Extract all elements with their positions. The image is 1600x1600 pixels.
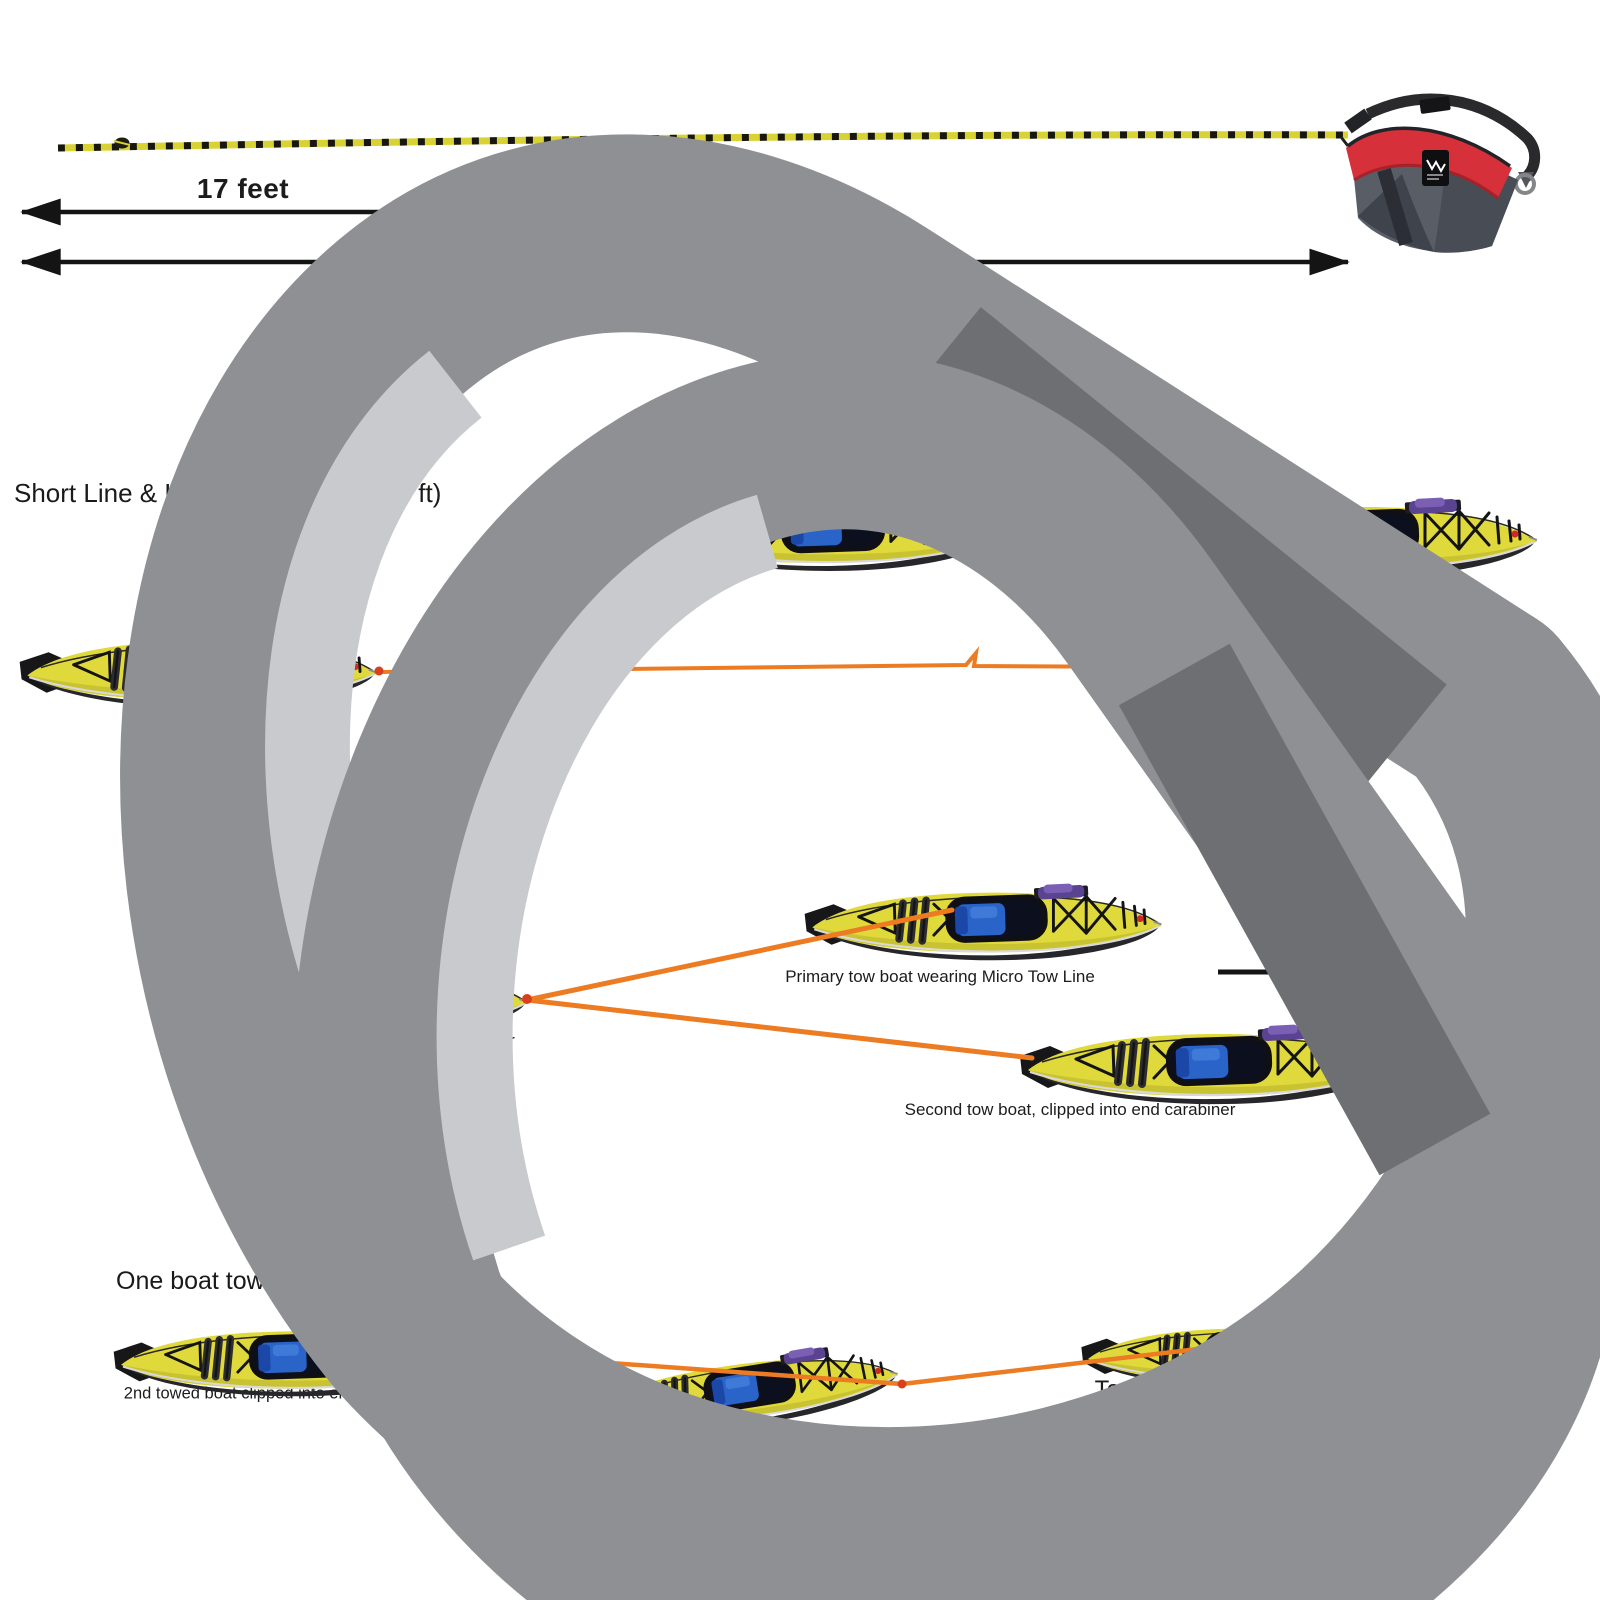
kayak-second-tow-boat bbox=[1016, 1024, 1396, 1108]
kayak-towed-short-line bbox=[633, 492, 1007, 575]
rope-knot bbox=[114, 137, 130, 149]
kayak-towed-inline bbox=[163, 960, 533, 1042]
kayak-2nd-towed-boat bbox=[110, 1322, 462, 1400]
tow-line-to-second bbox=[524, 997, 1035, 1061]
first-towed-boat-label: 1st towed boat cllipped into mid-line ca… bbox=[569, 1450, 915, 1469]
measurement-50ft-label: 50 feet bbox=[566, 228, 666, 261]
kayak-tow-boat-bottom bbox=[1078, 1320, 1398, 1391]
kayak-tow-boat-long-line bbox=[1185, 640, 1563, 724]
kayak-tow-boat-short-line bbox=[1163, 497, 1543, 581]
brand-logo-patch bbox=[1422, 150, 1449, 186]
measurement-17ft-label: 17 feet bbox=[196, 173, 290, 204]
section3-heading: One boat towing two boats bbox=[116, 1267, 413, 1295]
kayak-1st-towed-boat bbox=[571, 1336, 907, 1449]
kayak-towed-long-line bbox=[15, 631, 383, 712]
section1-tow-boat-label: Tow boat with Micro Line bbox=[1249, 586, 1441, 607]
strap-buckle bbox=[1419, 96, 1451, 114]
tow-bag-illustration bbox=[1339, 93, 1541, 253]
section2-heading: Two Boats Towing One Boat bbox=[170, 864, 509, 894]
primary-tow-boat-label: Primary tow boat wearing Micro Tow Line bbox=[785, 967, 1095, 986]
kayak-primary-tow-boat bbox=[800, 883, 1168, 964]
section1-heading: Short Line & Long Line Towing (50 ft) bbox=[14, 478, 442, 508]
